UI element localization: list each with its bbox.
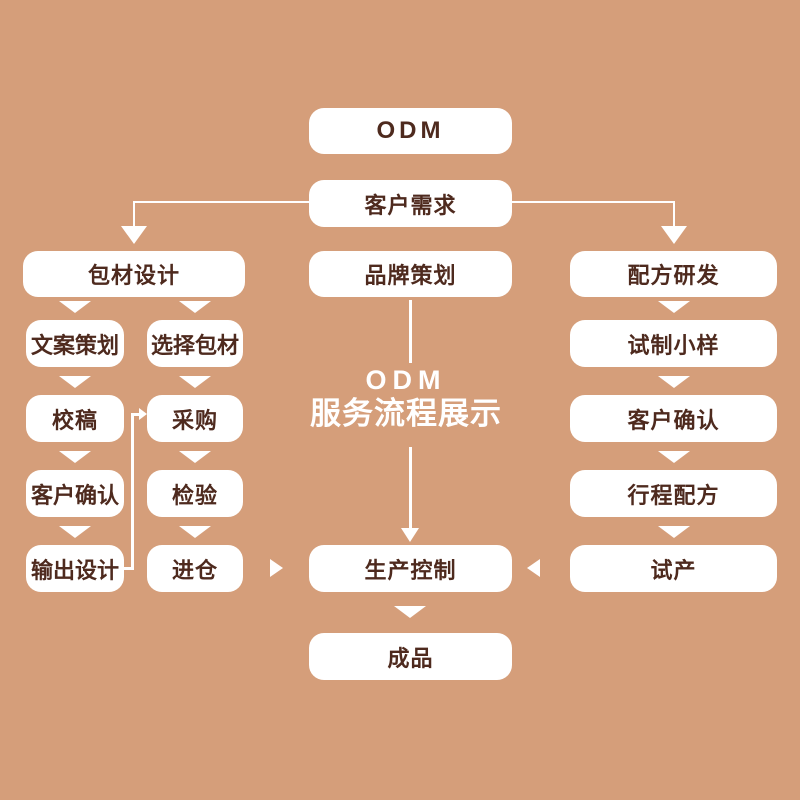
node-trial-sample: 试制小样 (570, 320, 777, 367)
arrow-down-icon (661, 226, 687, 244)
connector-line (512, 201, 674, 203)
connector-line (134, 201, 310, 203)
arrow-down-icon (59, 451, 91, 463)
arrow-down-icon (394, 606, 426, 618)
node-customer-confirm-left: 客户确认 (26, 470, 124, 517)
arrow-down-icon (121, 226, 147, 244)
connector-line (131, 413, 140, 416)
node-packaging-design: 包材设计 (23, 251, 245, 297)
arrow-down-icon (179, 526, 211, 538)
connector-line (409, 300, 412, 363)
connector-line (124, 567, 134, 570)
arrow-right-icon (270, 559, 283, 577)
diagram-title: ODM 服务流程展示 (290, 364, 522, 432)
node-brand-planning: 品牌策划 (309, 251, 512, 297)
arrow-left-icon (527, 559, 540, 577)
arrow-down-icon (59, 301, 91, 313)
arrow-down-icon (658, 376, 690, 388)
node-proofreading: 校稿 (26, 395, 124, 442)
arrow-down-icon (179, 376, 211, 388)
node-warehousing: 进仓 (147, 545, 243, 592)
node-production-control: 生产控制 (309, 545, 512, 592)
arrow-down-icon (658, 301, 690, 313)
node-customer-needs: 客户需求 (309, 180, 512, 227)
node-finished-product: 成品 (309, 633, 512, 680)
arrow-down-icon (658, 526, 690, 538)
connector-line (133, 201, 135, 228)
arrow-down-icon (59, 376, 91, 388)
node-odm: ODM (309, 108, 512, 154)
arrow-down-icon (179, 301, 211, 313)
diagram-title-line1: ODM (365, 365, 447, 395)
node-itinerary-formula: 行程配方 (570, 470, 777, 517)
arrow-down-icon (59, 526, 91, 538)
node-trial-production: 试产 (570, 545, 777, 592)
node-select-packaging: 选择包材 (147, 320, 243, 367)
node-formula-rd: 配方研发 (570, 251, 777, 297)
diagram-title-line2: 服务流程展示 (310, 396, 502, 431)
connector-line (409, 447, 412, 529)
node-inspection: 检验 (147, 470, 243, 517)
arrow-down-icon (179, 451, 211, 463)
arrow-down-icon (401, 528, 419, 542)
node-copywriting: 文案策划 (26, 320, 124, 367)
node-output-design: 输出设计 (26, 545, 124, 592)
arrow-right-icon (139, 408, 147, 420)
connector-line (131, 413, 134, 570)
node-purchasing: 采购 (147, 395, 243, 442)
connector-line (673, 201, 675, 228)
node-customer-confirm-right: 客户确认 (570, 395, 777, 442)
arrow-down-icon (658, 451, 690, 463)
